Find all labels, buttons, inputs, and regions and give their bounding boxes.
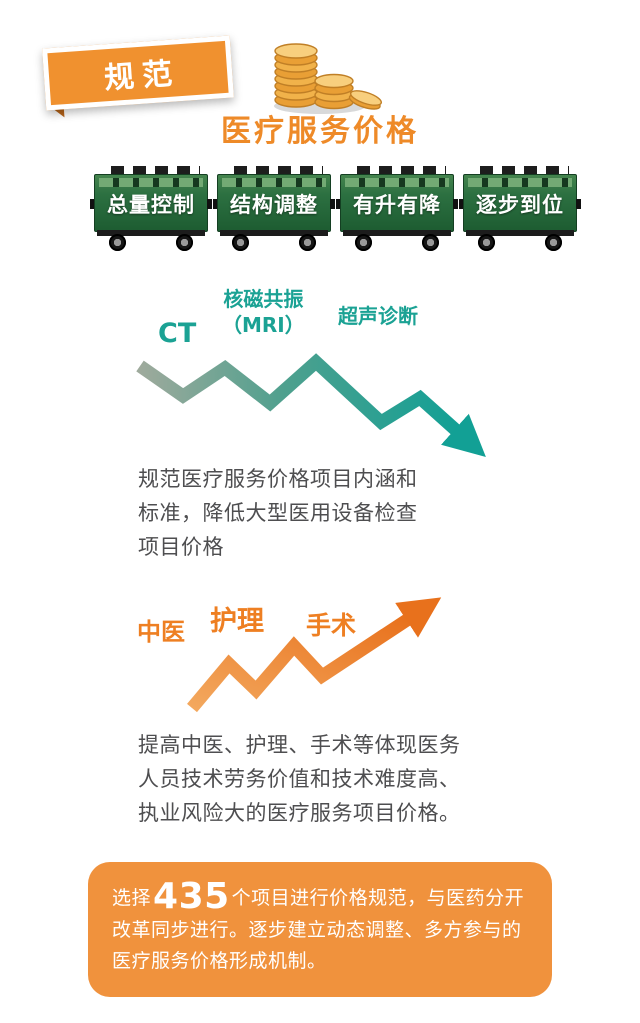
train-car-chassis (97, 230, 205, 236)
ribbon-banner: 规范 (42, 35, 234, 111)
ribbon-badge: 规范 (42, 35, 234, 111)
train-row: 总量控制 结构调整 有升有降 逐步到位 (90, 165, 581, 253)
summary-suffix: 个项目进行价格规范，与医药分开改革同步进行。逐步建立动态调整、多方参与的医疗服务… (112, 887, 525, 973)
train-car-label: 有升有降 (353, 193, 441, 217)
train-car-chassis (466, 230, 574, 236)
train-wheel-icon (355, 234, 372, 251)
train-car: 有升有降 (336, 165, 458, 253)
train-car-chassis (220, 230, 328, 236)
label-surgery: 手术 (306, 611, 357, 640)
page-title: 医疗服务价格 (221, 114, 419, 149)
train-car: 总量控制 (90, 165, 212, 253)
train-car-label: 总量控制 (107, 193, 195, 217)
train-wheel-icon (478, 234, 495, 251)
train-car-stripe (99, 178, 203, 187)
train-wheel-icon (299, 234, 316, 251)
train-car-label: 结构调整 (230, 193, 318, 217)
label-ct: CT (158, 318, 197, 349)
coin-stacks-icon (274, 43, 383, 114)
label-nursing: 护理 (210, 606, 264, 637)
train-car-label: 逐步到位 (476, 193, 564, 217)
summary-prefix: 选择 (112, 887, 152, 909)
train-car-roof (348, 166, 446, 174)
train-car: 逐步到位 (459, 165, 581, 253)
summary-number: 435 (153, 876, 230, 917)
train-car-roof (225, 166, 323, 174)
label-ultrasound: 超声诊断 (338, 304, 418, 328)
label-mri: 核磁共振 （MRI） (222, 287, 305, 337)
downward-trend-arrow (136, 353, 486, 457)
train-car-roof (471, 166, 569, 174)
train-car: 结构调整 (213, 165, 335, 253)
decrease-description: 规范医疗服务价格项目内涵和 标准，降低大型医用设备检查 项目价格 (138, 467, 418, 560)
label-tcm: 中医 (137, 618, 185, 646)
train-wheel-icon (545, 234, 562, 251)
upward-trend-arrow (187, 597, 442, 713)
train-car-stripe (345, 178, 449, 187)
train-car-roof (102, 166, 200, 174)
train-wheel-icon (109, 234, 126, 251)
train-car-chassis (343, 230, 451, 236)
increase-description: 提高中医、护理、手术等体现医务 人员技术劳务价值和技术难度高、 执业风险大的医疗… (138, 733, 461, 826)
train-car-stripe (222, 178, 326, 187)
train-wheel-icon (176, 234, 193, 251)
train-wheel-icon (232, 234, 249, 251)
train-wheel-icon (422, 234, 439, 251)
train-car-stripe (468, 178, 572, 187)
ribbon-label: 规范 (103, 56, 182, 97)
